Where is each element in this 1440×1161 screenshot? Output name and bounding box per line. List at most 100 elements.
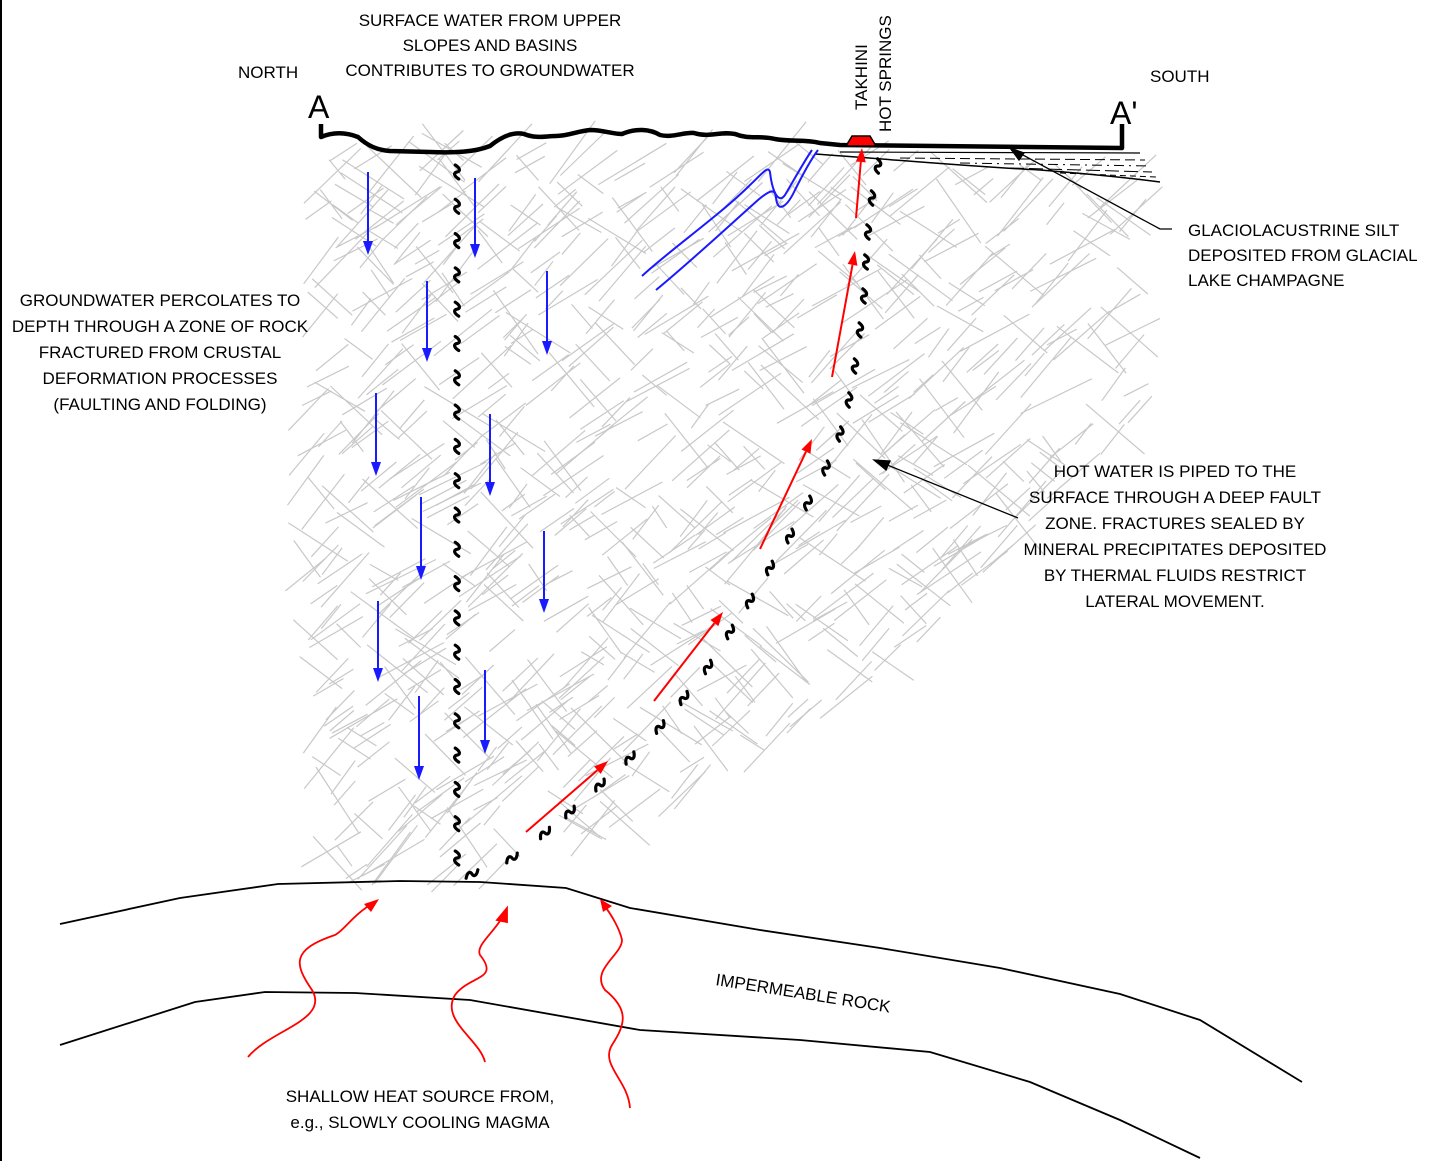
fracture-hatch-line	[580, 651, 605, 666]
fracture-hatch-line	[694, 716, 731, 745]
silt-line-1: GLACIOLACUSTRINE SILT	[1188, 221, 1399, 240]
fracture-hatch-line	[967, 464, 1031, 517]
fracture-mark	[453, 300, 461, 318]
fracture-hatch-line	[483, 805, 501, 826]
fracture-hatch-line	[569, 377, 621, 419]
fracture-hatch-line	[560, 488, 614, 525]
fracture-hatch-line	[652, 534, 696, 564]
fracture-hatch-line	[808, 622, 835, 642]
fracture-hatch-line	[414, 249, 440, 265]
fracture-hatch-line	[565, 476, 588, 499]
fracture-mark	[453, 197, 461, 215]
fracture-hatch-line	[368, 578, 407, 616]
groundwater-arrow-head	[416, 566, 426, 580]
fracture-hatch-line	[578, 735, 625, 782]
fracture-hatch-line	[686, 584, 705, 610]
fracture-hatch-line	[1024, 352, 1045, 377]
fracture-hatch-line	[525, 362, 581, 406]
fracture-hatch-line	[348, 863, 385, 884]
fracture-hatch-line	[570, 707, 627, 764]
fracture-hatch-line	[487, 372, 510, 390]
fracture-hatch-line	[1003, 178, 1054, 232]
fracture-hatch-line	[559, 694, 600, 721]
fracture-hatch-line	[315, 343, 349, 372]
fracture-hatch-line	[502, 657, 539, 692]
fracture-hatch-line	[731, 333, 795, 371]
fracture-hatch-line	[651, 505, 668, 529]
fracture-hatch-line	[347, 476, 370, 504]
fracture-hatch-line	[744, 204, 790, 235]
fracture-mark	[861, 253, 871, 271]
fracture-hatch-line	[743, 445, 766, 470]
fracture-hatch-line	[868, 393, 916, 423]
fracture-hatch-line	[707, 444, 731, 463]
fracture-mark	[453, 334, 461, 353]
fracture-hatch-line	[510, 204, 541, 226]
fracture-mark	[844, 391, 854, 409]
fracture-hatch-line	[1029, 257, 1097, 292]
fracture-hatch-line	[727, 200, 784, 237]
fracture-hatch-line	[376, 574, 425, 607]
fracture-hatch-line	[409, 700, 439, 723]
fracture-hatch-line	[522, 575, 560, 603]
fracture-mark	[821, 459, 831, 477]
fracture-hatch-line	[753, 313, 773, 333]
fracture-hatch-line	[816, 162, 857, 205]
fracture-hatch-line	[630, 628, 679, 667]
fracture-hatch-line	[972, 472, 1008, 516]
fracture-hatch-line	[741, 254, 775, 298]
fracture-hatch-line	[910, 484, 932, 513]
fracture-hatch-line	[372, 494, 417, 529]
fracture-hatch-line	[307, 605, 339, 641]
fracture-hatch-line	[346, 726, 377, 747]
fracture-hatch-line	[783, 201, 842, 255]
fracture-hatch-line	[722, 421, 785, 465]
fracture-hatch-line	[599, 789, 634, 822]
fracture-hatch-line	[995, 492, 1046, 557]
fracture-hatch-line	[724, 242, 747, 275]
fracture-hatch-line	[679, 500, 708, 537]
fracture-hatch-line	[728, 292, 766, 338]
leader-lines	[872, 146, 1172, 519]
fracture-hatch-line	[480, 491, 534, 549]
fracture-hatch-line	[285, 558, 326, 592]
silt-label: GLACIOLACUSTRINE SILT DEPOSITED FROM GLA…	[1188, 221, 1418, 290]
fracture-hatch-line	[949, 483, 1009, 529]
fracture-hatch-line	[786, 708, 811, 734]
fracture-hatch-line	[635, 186, 676, 232]
fracture-hatch-line	[686, 457, 721, 482]
fracture-hatch-line	[526, 673, 595, 712]
fracture-hatch-line	[531, 429, 586, 477]
fracture-hatch-line	[509, 564, 559, 600]
fracture-hatch-line	[1101, 367, 1126, 402]
fracture-hatch-line	[758, 469, 776, 493]
fracture-hatch-line	[1026, 470, 1046, 493]
fracture-hatch-line	[509, 237, 537, 272]
fracture-hatch-line	[734, 675, 756, 703]
hot-water-line-4: MINERAL PRECIPITATES DEPOSITED	[1024, 540, 1327, 559]
fracture-hatch-line	[874, 386, 899, 404]
fracture-hatch-line	[892, 529, 924, 552]
fracture-hatch-line	[731, 232, 800, 272]
fracture-hatch-line	[957, 524, 1007, 551]
fracture-hatch-line	[460, 541, 527, 579]
fracture-hatch-line	[477, 746, 498, 772]
hot-water-arrow-shaft	[855, 161, 862, 219]
hot-springs-line-1: TAKHINI	[852, 44, 871, 110]
fracture-hatch-line	[584, 520, 618, 541]
groundwater-arrow-head	[373, 668, 383, 682]
fracture-hatch-line	[727, 520, 795, 565]
fracture-hatch-line	[371, 831, 411, 886]
fracture-hatch-line	[458, 555, 522, 598]
fracture-hatch-line	[389, 582, 425, 618]
fracture-hatch-line	[336, 511, 385, 548]
fracture-hatch-line	[776, 391, 834, 424]
fracture-mark	[453, 369, 461, 387]
fracture-hatch-line	[588, 635, 616, 660]
fracture-hatch-line	[601, 518, 648, 556]
fracture-hatch-line	[833, 579, 887, 621]
fracture-hatch-line	[752, 627, 809, 683]
fracture-hatch-line	[369, 563, 399, 581]
fracture-hatch-line	[712, 171, 738, 205]
fracture-hatch-line	[341, 426, 373, 455]
